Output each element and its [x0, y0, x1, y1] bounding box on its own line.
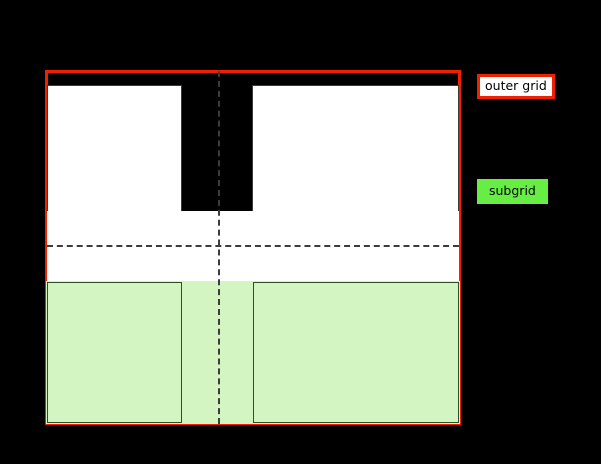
- top-right-cell: [252, 85, 459, 212]
- legend-subgrid: subgrid: [477, 179, 548, 204]
- top-left-cell: [47, 85, 182, 212]
- subgrid-left-cell: [47, 282, 182, 423]
- subgrid-right-cell: [253, 282, 459, 423]
- legend-outer-grid: outer grid: [477, 74, 555, 99]
- vertical-dashed-divider: [218, 71, 220, 424]
- horizontal-dashed-divider: [47, 245, 459, 247]
